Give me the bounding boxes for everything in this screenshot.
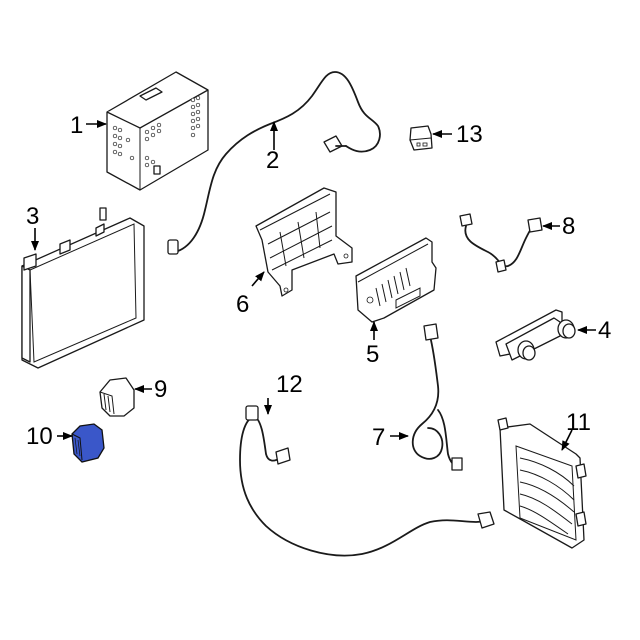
callout-3: 3 xyxy=(26,203,39,251)
callout-9: 9 xyxy=(134,376,167,403)
part-12-extension-cable[interactable] xyxy=(239,405,495,557)
callout-11: 11 xyxy=(561,409,591,451)
callout-label-2: 2 xyxy=(266,147,279,174)
part-3-display-screen[interactable] xyxy=(21,207,145,369)
part-6-mounting-bracket[interactable] xyxy=(255,187,353,297)
callout-1: 1 xyxy=(70,112,107,139)
callout-label-11: 11 xyxy=(566,409,591,436)
callout-label-13: 13 xyxy=(456,121,483,148)
callout-label-3: 3 xyxy=(26,203,39,230)
part-13-relay-module[interactable] xyxy=(409,125,433,151)
part-5-amplifier-module[interactable] xyxy=(355,237,437,323)
callout-label-4: 4 xyxy=(598,317,611,344)
part-8-connector-harness[interactable] xyxy=(459,213,543,273)
part-2-wiring-harness[interactable] xyxy=(167,71,381,255)
callout-6: 6 xyxy=(236,271,265,318)
callout-label-7: 7 xyxy=(372,424,385,451)
callout-label-10: 10 xyxy=(26,423,53,450)
callout-label-5: 5 xyxy=(366,341,379,368)
callout-label-6: 6 xyxy=(236,291,249,318)
part-4-climate-control-panel[interactable] xyxy=(495,309,576,361)
callout-7: 7 xyxy=(372,424,409,451)
part-10-knob-highlighted[interactable] xyxy=(71,423,105,463)
callout-4: 4 xyxy=(577,317,611,344)
part-11-speaker-amplifier[interactable] xyxy=(497,417,587,549)
part-7-antenna-cable[interactable] xyxy=(411,323,463,471)
callout-5: 5 xyxy=(366,321,379,368)
leader-arrow-11 xyxy=(561,429,573,451)
callout-13: 13 xyxy=(432,121,483,148)
leader-arrow-6 xyxy=(251,271,265,287)
callout-10: 10 xyxy=(26,423,73,450)
callout-label-1: 1 xyxy=(70,112,83,139)
callout-2: 2 xyxy=(266,121,279,174)
callout-label-8: 8 xyxy=(562,213,575,240)
callout-8: 8 xyxy=(542,213,575,240)
part-1-radio-receiver[interactable] xyxy=(106,71,209,191)
part-9-knob[interactable] xyxy=(99,377,135,417)
callout-label-9: 9 xyxy=(154,376,167,403)
callout-label-12: 12 xyxy=(276,371,303,398)
callout-12: 12 xyxy=(264,371,303,415)
